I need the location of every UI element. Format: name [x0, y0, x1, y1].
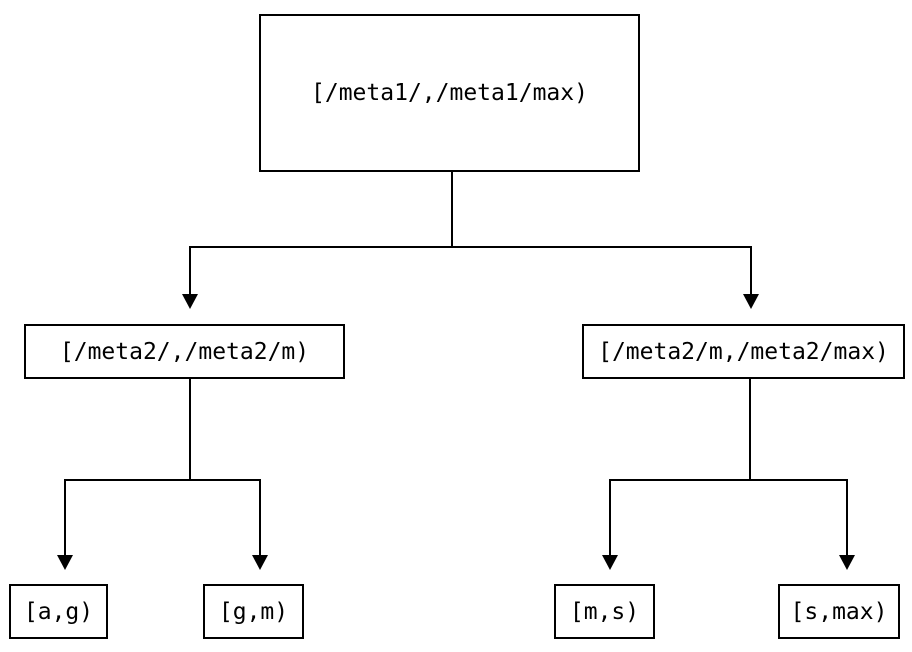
tree-leaf-ms: [m,s) [554, 584, 655, 639]
arrowhead-down-icon [602, 555, 618, 570]
arrowhead-down-icon [839, 555, 855, 570]
arrowhead-down-icon [57, 555, 73, 570]
tree-node-meta2-right-label: [/meta2/m,/meta2/max) [598, 338, 889, 365]
tree-node-meta2-left: [/meta2/,/meta2/m) [24, 324, 345, 379]
tree-node-meta2-right: [/meta2/m,/meta2/max) [582, 324, 905, 379]
tree-leaf-gm: [g,m) [203, 584, 304, 639]
arrowhead-down-icon [252, 555, 268, 570]
arrowhead-down-icon [182, 294, 198, 309]
tree-node-meta2-left-label: [/meta2/,/meta2/m) [59, 338, 310, 365]
tree-leaf-ms-label: [m,s) [569, 598, 640, 625]
tree-leaf-ag: [a,g) [9, 584, 108, 639]
tree-leaf-smax: [s,max) [778, 584, 900, 639]
tree-leaf-ag-label: [a,g) [23, 598, 94, 625]
tree-node-root: [/meta1/,/meta1/max) [259, 14, 640, 172]
tree-leaf-gm-label: [g,m) [218, 598, 289, 625]
tree-leaf-smax-label: [s,max) [790, 598, 888, 625]
tree-node-root-label: [/meta1/,/meta1/max) [311, 80, 588, 106]
arrowhead-down-icon [743, 294, 759, 309]
